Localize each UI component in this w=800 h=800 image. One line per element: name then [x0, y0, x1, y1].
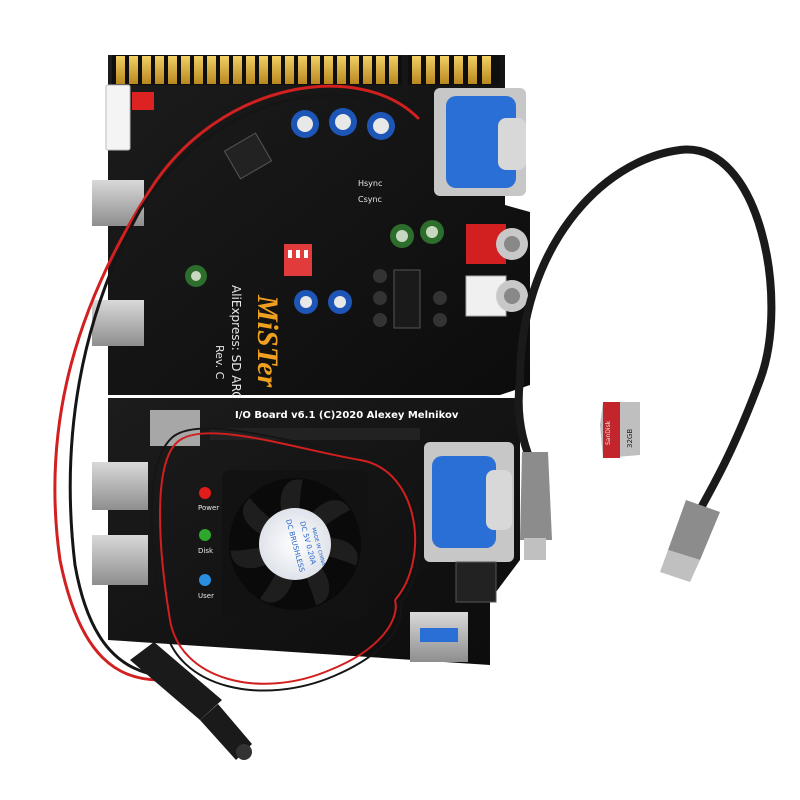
sd-capacity: 32GB	[626, 429, 634, 448]
audio-jack	[455, 561, 497, 603]
vga-connector-top	[434, 88, 526, 196]
usb-port-bottom-2	[92, 535, 148, 585]
edge-finger	[482, 56, 491, 84]
edge-finger	[233, 56, 242, 84]
led-disk	[199, 529, 211, 541]
fan-cable	[150, 427, 422, 692]
edge-finger	[298, 56, 307, 84]
edge-finger	[246, 56, 255, 84]
hsync-label: Hsync	[358, 179, 382, 188]
pin-header	[210, 428, 420, 440]
microcontroller-chip	[223, 132, 273, 180]
dip-switch-red	[284, 244, 312, 276]
edge-finger	[181, 56, 190, 84]
rca-jack-white	[465, 275, 528, 317]
led-power	[199, 487, 211, 499]
edge-finger	[468, 56, 477, 84]
top-board: MiSTer AliExpress: SD ARCADE Rev. C Hsyn…	[92, 55, 530, 425]
usb-port-bottom-1	[92, 462, 148, 510]
label-user: User	[198, 592, 214, 600]
edge-finger	[350, 56, 359, 84]
edge-finger	[337, 56, 346, 84]
edge-finger	[142, 56, 151, 84]
edge-finger	[272, 56, 281, 84]
edge-finger	[440, 56, 449, 84]
label-disk: Disk	[198, 547, 214, 555]
edge-finger	[363, 56, 372, 84]
edge-finger	[311, 56, 320, 84]
edge-finger	[426, 56, 435, 84]
edge-finger	[412, 56, 421, 84]
jst-connector-white	[105, 84, 131, 151]
edge-finger	[155, 56, 164, 84]
edge-finger	[376, 56, 385, 84]
led-user	[199, 574, 211, 586]
edge-finger	[129, 56, 138, 84]
usb-port-top-2	[92, 300, 144, 346]
sd-brand: SanDisk	[605, 420, 612, 445]
dip-ic	[393, 269, 421, 329]
edge-finger	[259, 56, 268, 84]
fan-hub-label	[259, 508, 331, 580]
vga-connector-bottom	[424, 442, 514, 562]
io-board-title: I/O Board v6.1 (C)2020 Alexey Melnikov	[235, 410, 459, 421]
cooling-fan: DC BRUSHLESS DC 5V 0.20A MADE IN CHINA	[222, 470, 368, 618]
label-power: Power	[198, 504, 219, 512]
power-cable	[53, 84, 420, 760]
product-label: AliExpress: SD ARCADE	[229, 285, 243, 425]
csync-label: Csync	[358, 195, 382, 204]
rca-jack-red	[466, 224, 528, 264]
sd-slot	[150, 410, 200, 446]
microsd-card: SanDisk 32GB	[600, 402, 640, 458]
mister-logo: MiSTer	[251, 294, 284, 388]
edge-finger	[220, 56, 229, 84]
edge-finger	[454, 56, 463, 84]
gold-edge-connector	[112, 55, 500, 85]
edge-finger	[116, 56, 125, 84]
edge-finger	[194, 56, 203, 84]
micro-usb-cable	[514, 145, 776, 582]
red-jumper	[132, 92, 154, 110]
revision-label: Rev. C	[213, 345, 226, 380]
edge-finger	[168, 56, 177, 84]
edge-finger	[207, 56, 216, 84]
edge-finger	[324, 56, 333, 84]
edge-finger	[389, 56, 398, 84]
capacitors	[185, 108, 447, 327]
edge-finger	[285, 56, 294, 84]
